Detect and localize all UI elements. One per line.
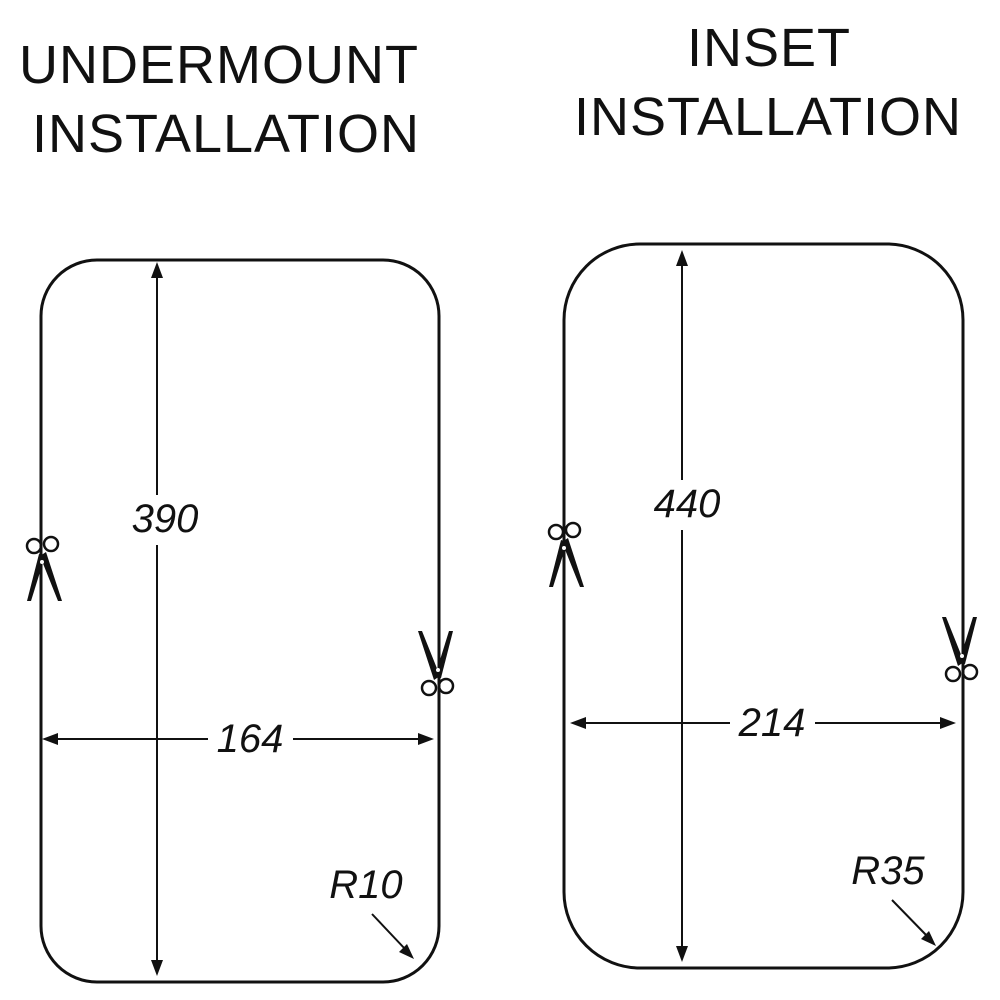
undermount-height-arrow-top: [151, 262, 163, 278]
inset-height-arrow-bottom: [676, 946, 688, 962]
undermount-width-dimension: 164: [42, 717, 434, 761]
scissors-icon: [547, 521, 586, 589]
inset-width-dimension: 214: [570, 701, 956, 745]
inset-height-dimension: 440: [654, 250, 721, 962]
undermount-radius-arrow: [399, 944, 414, 959]
inset-width-arrow-right: [940, 717, 956, 729]
scissors-icon: [25, 535, 64, 603]
inset-width-label: 214: [738, 701, 806, 745]
undermount-radius-callout: R10: [329, 863, 414, 959]
undermount-height-arrow-bottom: [151, 960, 163, 976]
inset-panel: INSET INSTALLATION 440 214 R35: [547, 18, 979, 970]
inset-width-arrow-left: [570, 717, 586, 729]
undermount-panel: UNDERMOUNT INSTALLATION 390 164 R10: [19, 35, 455, 984]
inset-radius-leader: [891, 899, 929, 938]
undermount-width-arrow-right: [418, 733, 434, 745]
inset-cutout-outline: [562, 242, 965, 970]
undermount-title-line1: UNDERMOUNT: [19, 35, 419, 95]
inset-height-label: 440: [654, 482, 721, 526]
undermount-height-dimension: 390: [132, 262, 199, 976]
scissors-icon: [940, 615, 979, 683]
undermount-cutout-outline: [39, 258, 441, 984]
inset-radius-arrow: [921, 931, 936, 946]
undermount-radius-label: R10: [329, 863, 402, 907]
inset-title-line2: INSTALLATION: [574, 87, 962, 147]
undermount-radius-leader: [371, 913, 407, 951]
undermount-width-arrow-left: [42, 733, 58, 745]
inset-radius-callout: R35: [851, 849, 936, 946]
undermount-height-label: 390: [132, 497, 199, 541]
inset-radius-label: R35: [851, 849, 925, 893]
undermount-width-label: 164: [217, 717, 284, 761]
inset-title-line1: INSET: [687, 18, 851, 78]
inset-height-arrow-top: [676, 250, 688, 266]
scissors-icon: [416, 629, 455, 697]
undermount-title-line2: INSTALLATION: [32, 104, 420, 164]
